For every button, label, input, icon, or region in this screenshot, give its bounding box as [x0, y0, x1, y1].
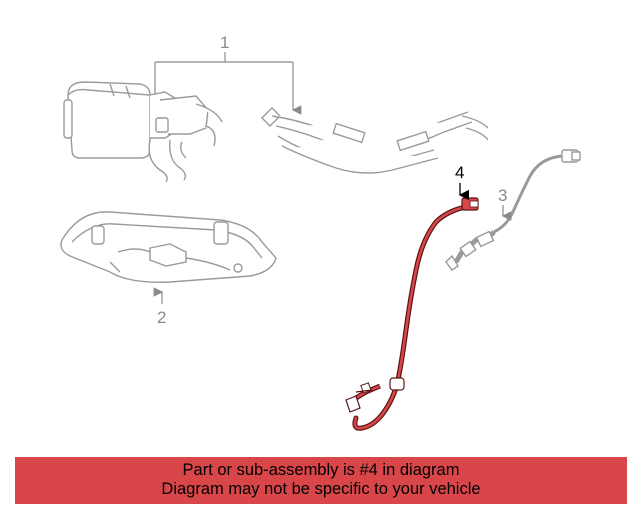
banner-line-1: Part or sub-assembly is #4 in diagram: [182, 461, 460, 479]
oxygen-sensor-gray-icon: [445, 149, 581, 271]
banner-line-2: Diagram may not be specific to your vehi…: [161, 480, 481, 498]
callout-2-label[interactable]: 2: [157, 308, 167, 327]
oxygen-sensor-highlighted-icon[interactable]: [345, 197, 479, 431]
vapor-hose-icon: [261, 107, 489, 174]
callout-4-label[interactable]: 4: [455, 163, 465, 182]
callout-3-label[interactable]: 3: [498, 186, 508, 205]
callout-1-label[interactable]: 1: [220, 33, 230, 52]
disclaimer-banner: Part or sub-assembly is #4 in diagram Di…: [15, 457, 627, 504]
skid-plate-icon: [60, 211, 277, 283]
charcoal-canister-icon: [63, 81, 223, 183]
parts-diagram: [60, 52, 581, 431]
callout-1-leaders: [153, 52, 302, 115]
